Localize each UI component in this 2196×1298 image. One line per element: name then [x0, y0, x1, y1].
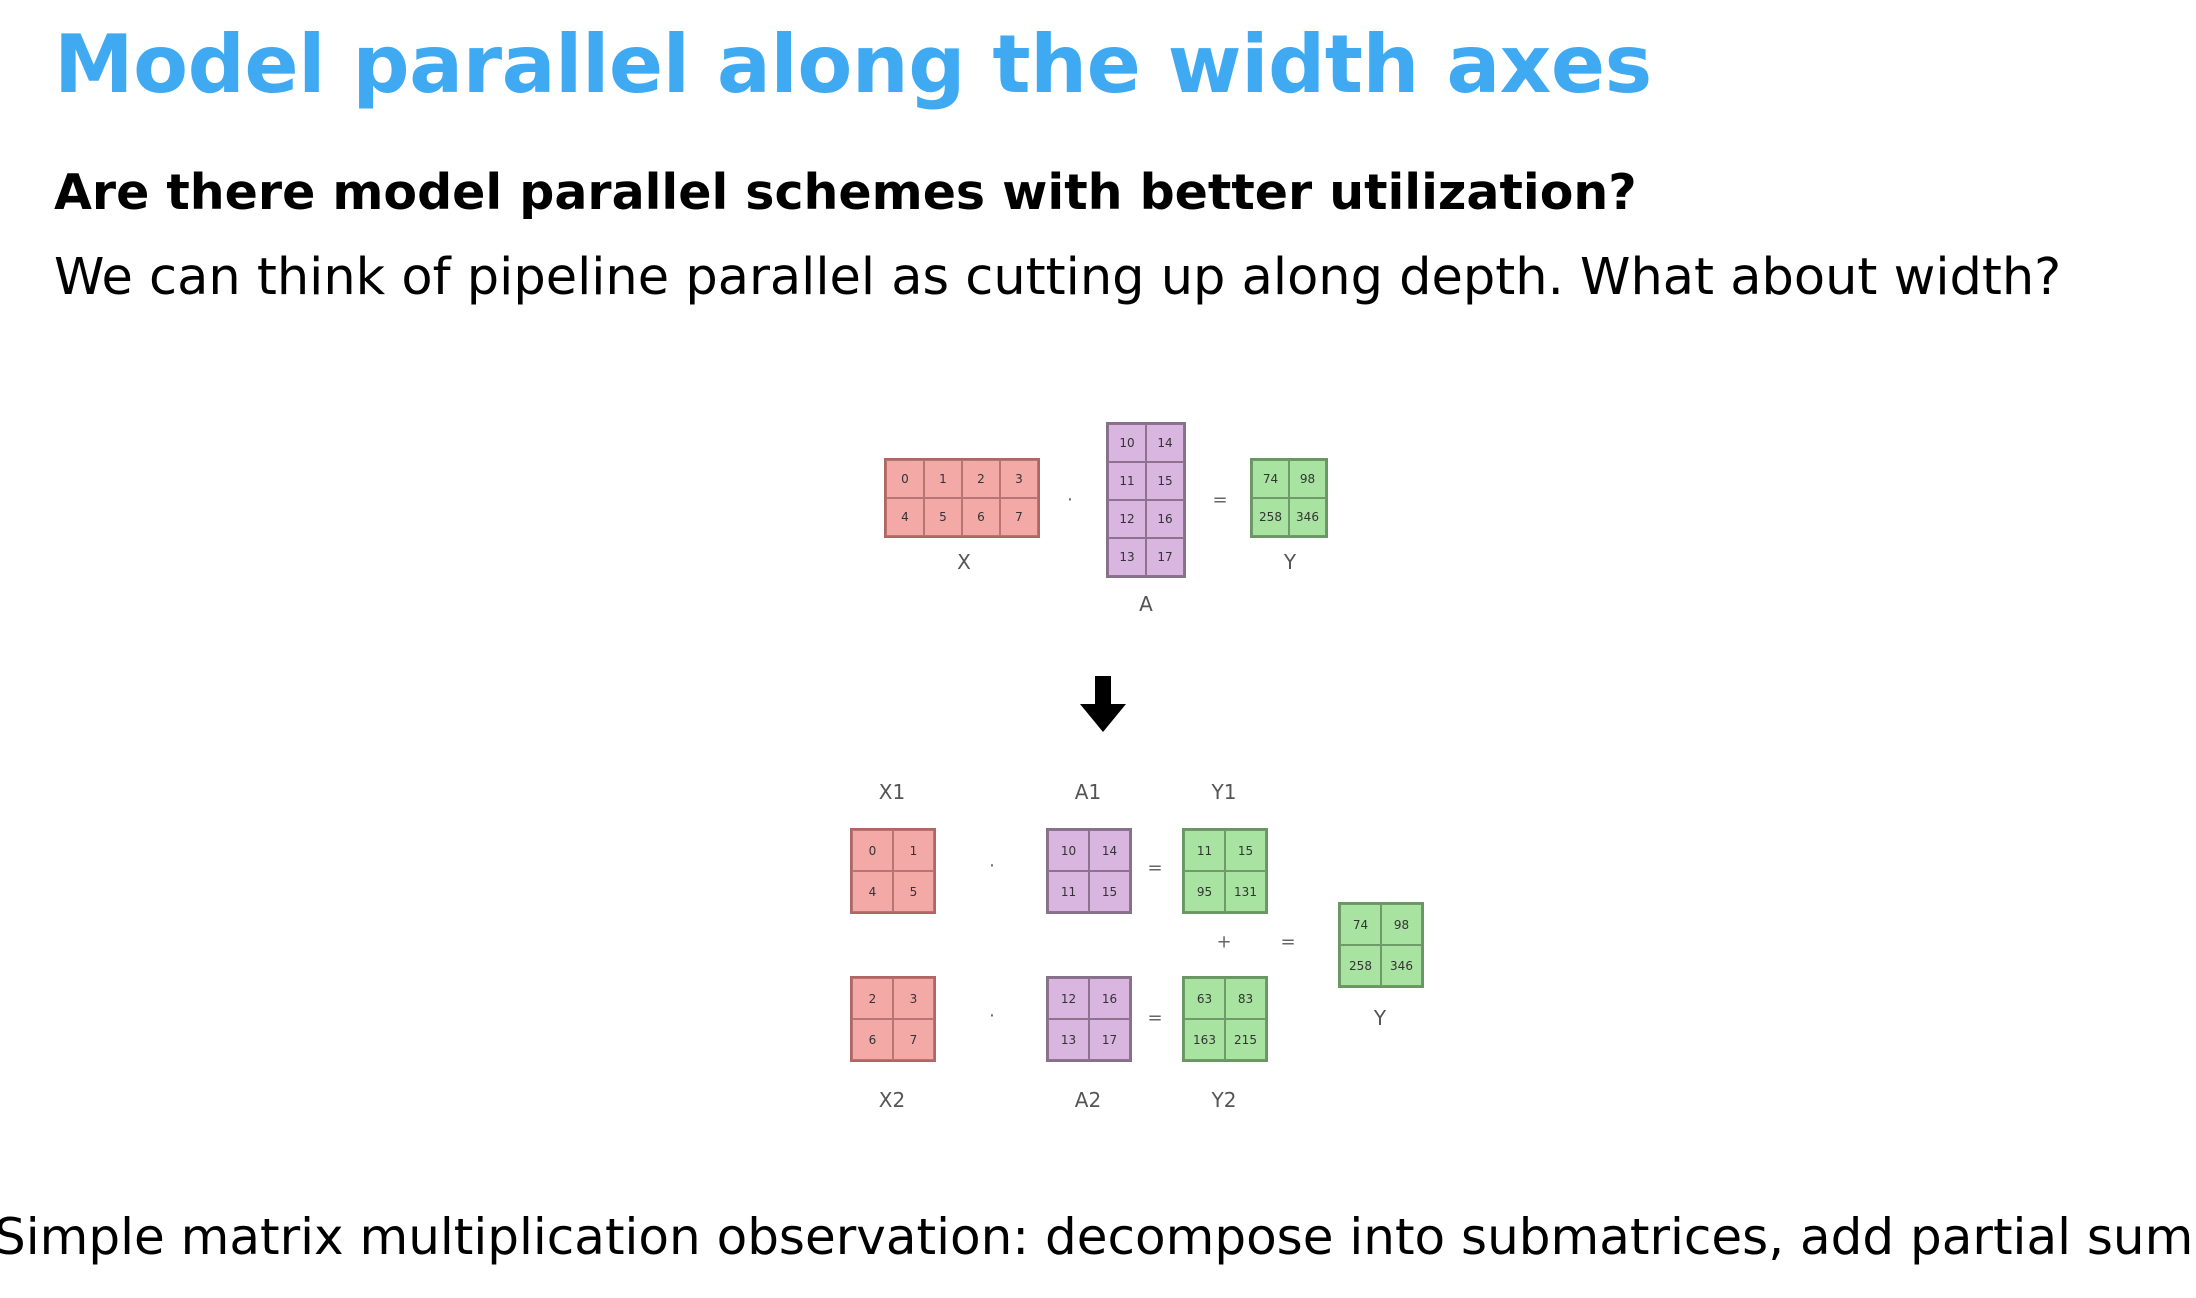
matrix-cell: 11 [1048, 871, 1089, 912]
matrix-cell: 98 [1381, 904, 1422, 945]
matrix-cell: 5 [893, 871, 934, 912]
dot-operator-2: · [989, 1005, 995, 1027]
matrix-cell: 258 [1340, 945, 1381, 986]
matrix-cell: 83 [1225, 978, 1266, 1019]
matrix-cell: 17 [1089, 1019, 1130, 1060]
plus-operator: + [1216, 931, 1232, 953]
slide-footer: Simple matrix multiplication observation… [0, 1208, 2196, 1266]
equals-operator-2: = [1147, 1007, 1163, 1029]
matrix-cell: 10 [1048, 830, 1089, 871]
slide-title: Model parallel along the width axes [54, 18, 1652, 111]
matrix-cell: 11 [1108, 462, 1146, 500]
label-x1: X1 [878, 780, 906, 804]
matrix-cell: 11 [1184, 830, 1225, 871]
matrix-cell: 4 [886, 498, 924, 536]
label-y2: Y2 [1211, 1088, 1237, 1112]
matrix-cell: 131 [1225, 871, 1266, 912]
matrix-cell: 15 [1146, 462, 1184, 500]
matrix-cell: 13 [1108, 538, 1146, 576]
matrix-cell: 4 [852, 871, 893, 912]
matrix-cell: 5 [924, 498, 962, 536]
matrix-cell: 98 [1289, 460, 1326, 498]
matrix-cell: 16 [1146, 500, 1184, 538]
matrix-cell: 15 [1225, 830, 1266, 871]
matrix-cell: 2 [852, 978, 893, 1019]
down-arrow-icon [1080, 676, 1126, 732]
label-y-top: Y [1283, 550, 1297, 574]
matrix-cell: 346 [1289, 498, 1326, 536]
label-a: A [1139, 592, 1153, 616]
label-y1: Y1 [1211, 780, 1237, 804]
matrix-cell: 3 [1000, 460, 1038, 498]
matrix-cell: 14 [1089, 830, 1130, 871]
matrix-cell: 12 [1048, 978, 1089, 1019]
matrix-cell: 346 [1381, 945, 1422, 986]
label-x2: X2 [878, 1088, 906, 1112]
matrix-cell: 3 [893, 978, 934, 1019]
matrix-cell: 215 [1225, 1019, 1266, 1060]
slide-subtitle: Are there model parallel schemes with be… [54, 164, 1637, 221]
label-x: X [957, 550, 971, 574]
matrix-cell: 2 [962, 460, 1000, 498]
matrix-cell: 17 [1146, 538, 1184, 576]
matrix-cell: 15 [1089, 871, 1130, 912]
equals-operator-1: = [1147, 857, 1163, 879]
matrix-cell: 74 [1252, 460, 1289, 498]
matrix-cell: 0 [886, 460, 924, 498]
matrix-cell: 163 [1184, 1019, 1225, 1060]
matrix-cell: 10 [1108, 424, 1146, 462]
matrix-cell: 1 [893, 830, 934, 871]
matrix-cell: 12 [1108, 500, 1146, 538]
matrix-cell: 13 [1048, 1019, 1089, 1060]
equals-operator-sum: = [1280, 931, 1296, 953]
dot-operator-top: · [1067, 489, 1073, 511]
equals-operator-top: = [1212, 489, 1228, 511]
label-y-result: Y [1373, 1006, 1387, 1030]
matrix-cell: 6 [962, 498, 1000, 536]
matrix-cell: 16 [1089, 978, 1130, 1019]
matrix-cell: 1 [924, 460, 962, 498]
dot-operator-1: · [989, 855, 995, 877]
slide-body: We can think of pipeline parallel as cut… [54, 248, 2062, 307]
matrix-cell: 95 [1184, 871, 1225, 912]
matrix-cell: 74 [1340, 904, 1381, 945]
matrix-cell: 0 [852, 830, 893, 871]
matrix-cell: 63 [1184, 978, 1225, 1019]
matrix-cell: 6 [852, 1019, 893, 1060]
matrix-cell: 7 [1000, 498, 1038, 536]
matrix-cell: 7 [893, 1019, 934, 1060]
label-a1: A1 [1074, 780, 1102, 804]
matrix-cell: 258 [1252, 498, 1289, 536]
label-a2: A2 [1074, 1088, 1102, 1112]
matrix-cell: 14 [1146, 424, 1184, 462]
